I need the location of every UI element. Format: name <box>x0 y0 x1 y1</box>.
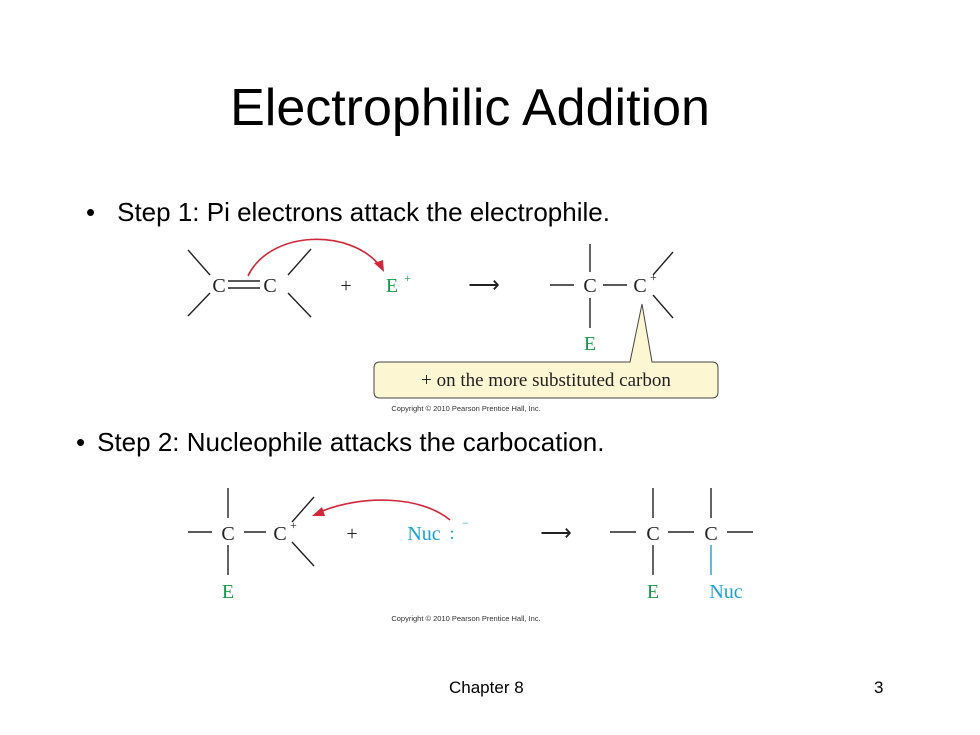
product-carbon-1: C <box>646 523 659 545</box>
scheme-1-bonds <box>187 244 674 328</box>
product-carbon-2: C <box>633 275 646 297</box>
product-electrophile: E <box>647 581 659 603</box>
product-carbon-1: C <box>583 275 596 297</box>
bond <box>652 251 674 276</box>
callout-box <box>373 303 719 399</box>
bullet-dot: • <box>76 427 86 457</box>
footer-chapter: Chapter 8 <box>449 678 524 697</box>
bullet-step-2-text: Step 2: Nucleophile attacks the carbocat… <box>97 427 605 457</box>
nucleophile-charge: − <box>462 516 469 530</box>
reactant-electrophile: E <box>222 581 234 603</box>
curved-arrow-head <box>312 507 325 516</box>
callout-text: + on the more substituted carbon <box>421 370 671 391</box>
reactant-carbon-1: C <box>221 523 234 545</box>
page-number: 3 <box>874 678 884 697</box>
carbocation-charge: + <box>650 270 657 284</box>
curved-arrow-nucleophile <box>319 499 451 521</box>
bond <box>291 541 315 567</box>
alkene-carbon-1: C <box>212 275 225 297</box>
alkene-carbon-2: C <box>263 275 276 297</box>
product-carbon-2: C <box>704 523 717 545</box>
plus-sign: + <box>346 523 357 545</box>
reactant-carbon-2: C <box>273 523 286 545</box>
bullet-step-1-text: Step 1: Pi electrons attack the electrop… <box>117 197 610 227</box>
electrophile-charge: + <box>404 271 411 285</box>
bond <box>287 248 312 276</box>
bond <box>291 496 315 523</box>
bond <box>187 249 211 276</box>
copyright-2: Copyright © 2010 Pearson Prentice Hall, … <box>391 614 540 623</box>
product-nucleophile: Nuc <box>709 581 742 603</box>
plus-sign: + <box>340 275 351 297</box>
bullet-step-1: • Step 1: Pi electrons attack the electro… <box>86 197 610 228</box>
reaction-arrow: ⟶ <box>468 272 500 297</box>
bond <box>187 292 211 317</box>
bond <box>652 294 674 319</box>
reaction-arrow: ⟶ <box>540 520 572 545</box>
bond <box>287 292 312 318</box>
product-electrophile: E <box>584 333 596 355</box>
nucleophile: Nuc <box>407 523 440 545</box>
electrophile: E <box>386 275 398 297</box>
slide-title: Electrophilic Addition <box>230 79 710 137</box>
scheme-2-bonds <box>188 488 753 575</box>
curved-arrow-pi-electrons <box>247 238 381 277</box>
bullet-step-2: • Step 2: Nucleophile attacks the carboca… <box>76 427 604 458</box>
curved-arrow-head <box>374 260 384 272</box>
bullet-dot: • <box>86 197 96 227</box>
carbocation-charge: + <box>290 518 297 532</box>
lone-pair: : <box>449 523 454 543</box>
copyright-1: Copyright © 2010 Pearson Prentice Hall, … <box>391 404 540 413</box>
